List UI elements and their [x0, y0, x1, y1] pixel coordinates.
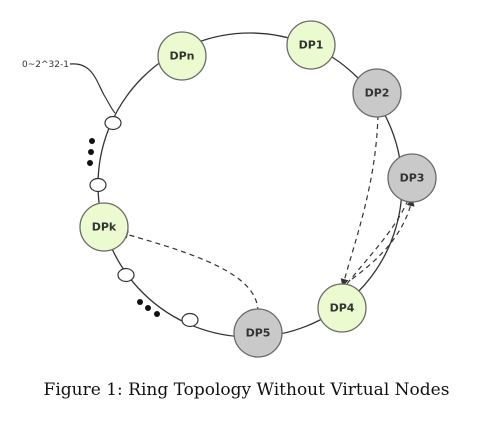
- node-circle: [387, 153, 437, 203]
- node-label: DP5: [246, 327, 271, 340]
- node-label: DP1: [299, 39, 324, 52]
- placeholder-oval: [117, 267, 135, 283]
- ellipsis-dot: [89, 138, 95, 144]
- node-dpk: DPk: [79, 202, 129, 252]
- arrow-dp3-to-dp4: [345, 199, 409, 286]
- ellipsis-dot: [154, 311, 160, 317]
- node-dp1: DP1: [286, 20, 336, 70]
- node-label: DPk: [92, 221, 117, 234]
- placeholder-oval: [181, 312, 199, 328]
- node-dp2: DP2: [352, 68, 402, 118]
- placeholder-oval: [104, 115, 122, 131]
- node-dp4: DP4: [317, 283, 367, 333]
- arrow-dp5-to-dpk: [120, 230, 259, 313]
- arrow-dp2-to-dp4: [340, 114, 379, 287]
- node-circle: [157, 31, 207, 81]
- ellipsis-dot: [137, 299, 143, 305]
- node-dpn: DPn: [157, 31, 207, 81]
- node-dp3: DP3: [387, 153, 437, 203]
- ellipsis-dot: [88, 149, 94, 155]
- node-circle: [352, 68, 402, 118]
- node-circle: [286, 20, 336, 70]
- ring-topology-diagram: 0~2^32-1 DPn DP1 DP2 DP3 DP4 DP5 DPk: [22, 20, 437, 358]
- ellipsis-dot: [145, 305, 151, 311]
- node-label: DP2: [365, 87, 390, 100]
- arrow-dp4-to-dp3: [351, 198, 415, 280]
- node-label: DP4: [330, 302, 355, 315]
- figure-caption: Figure 1: Ring Topology Without Virtual …: [43, 380, 450, 400]
- range-pointer-line: [69, 63, 116, 114]
- node-label: DP3: [400, 172, 425, 185]
- node-circle: [233, 308, 283, 358]
- node-circle: [79, 202, 129, 252]
- node-dp5: DP5: [233, 308, 283, 358]
- placeholder-oval: [89, 177, 107, 193]
- ellipsis-dot: [87, 160, 93, 166]
- node-circle: [317, 283, 367, 333]
- range-label: 0~2^32-1: [22, 60, 69, 70]
- node-label: DPn: [169, 50, 194, 63]
